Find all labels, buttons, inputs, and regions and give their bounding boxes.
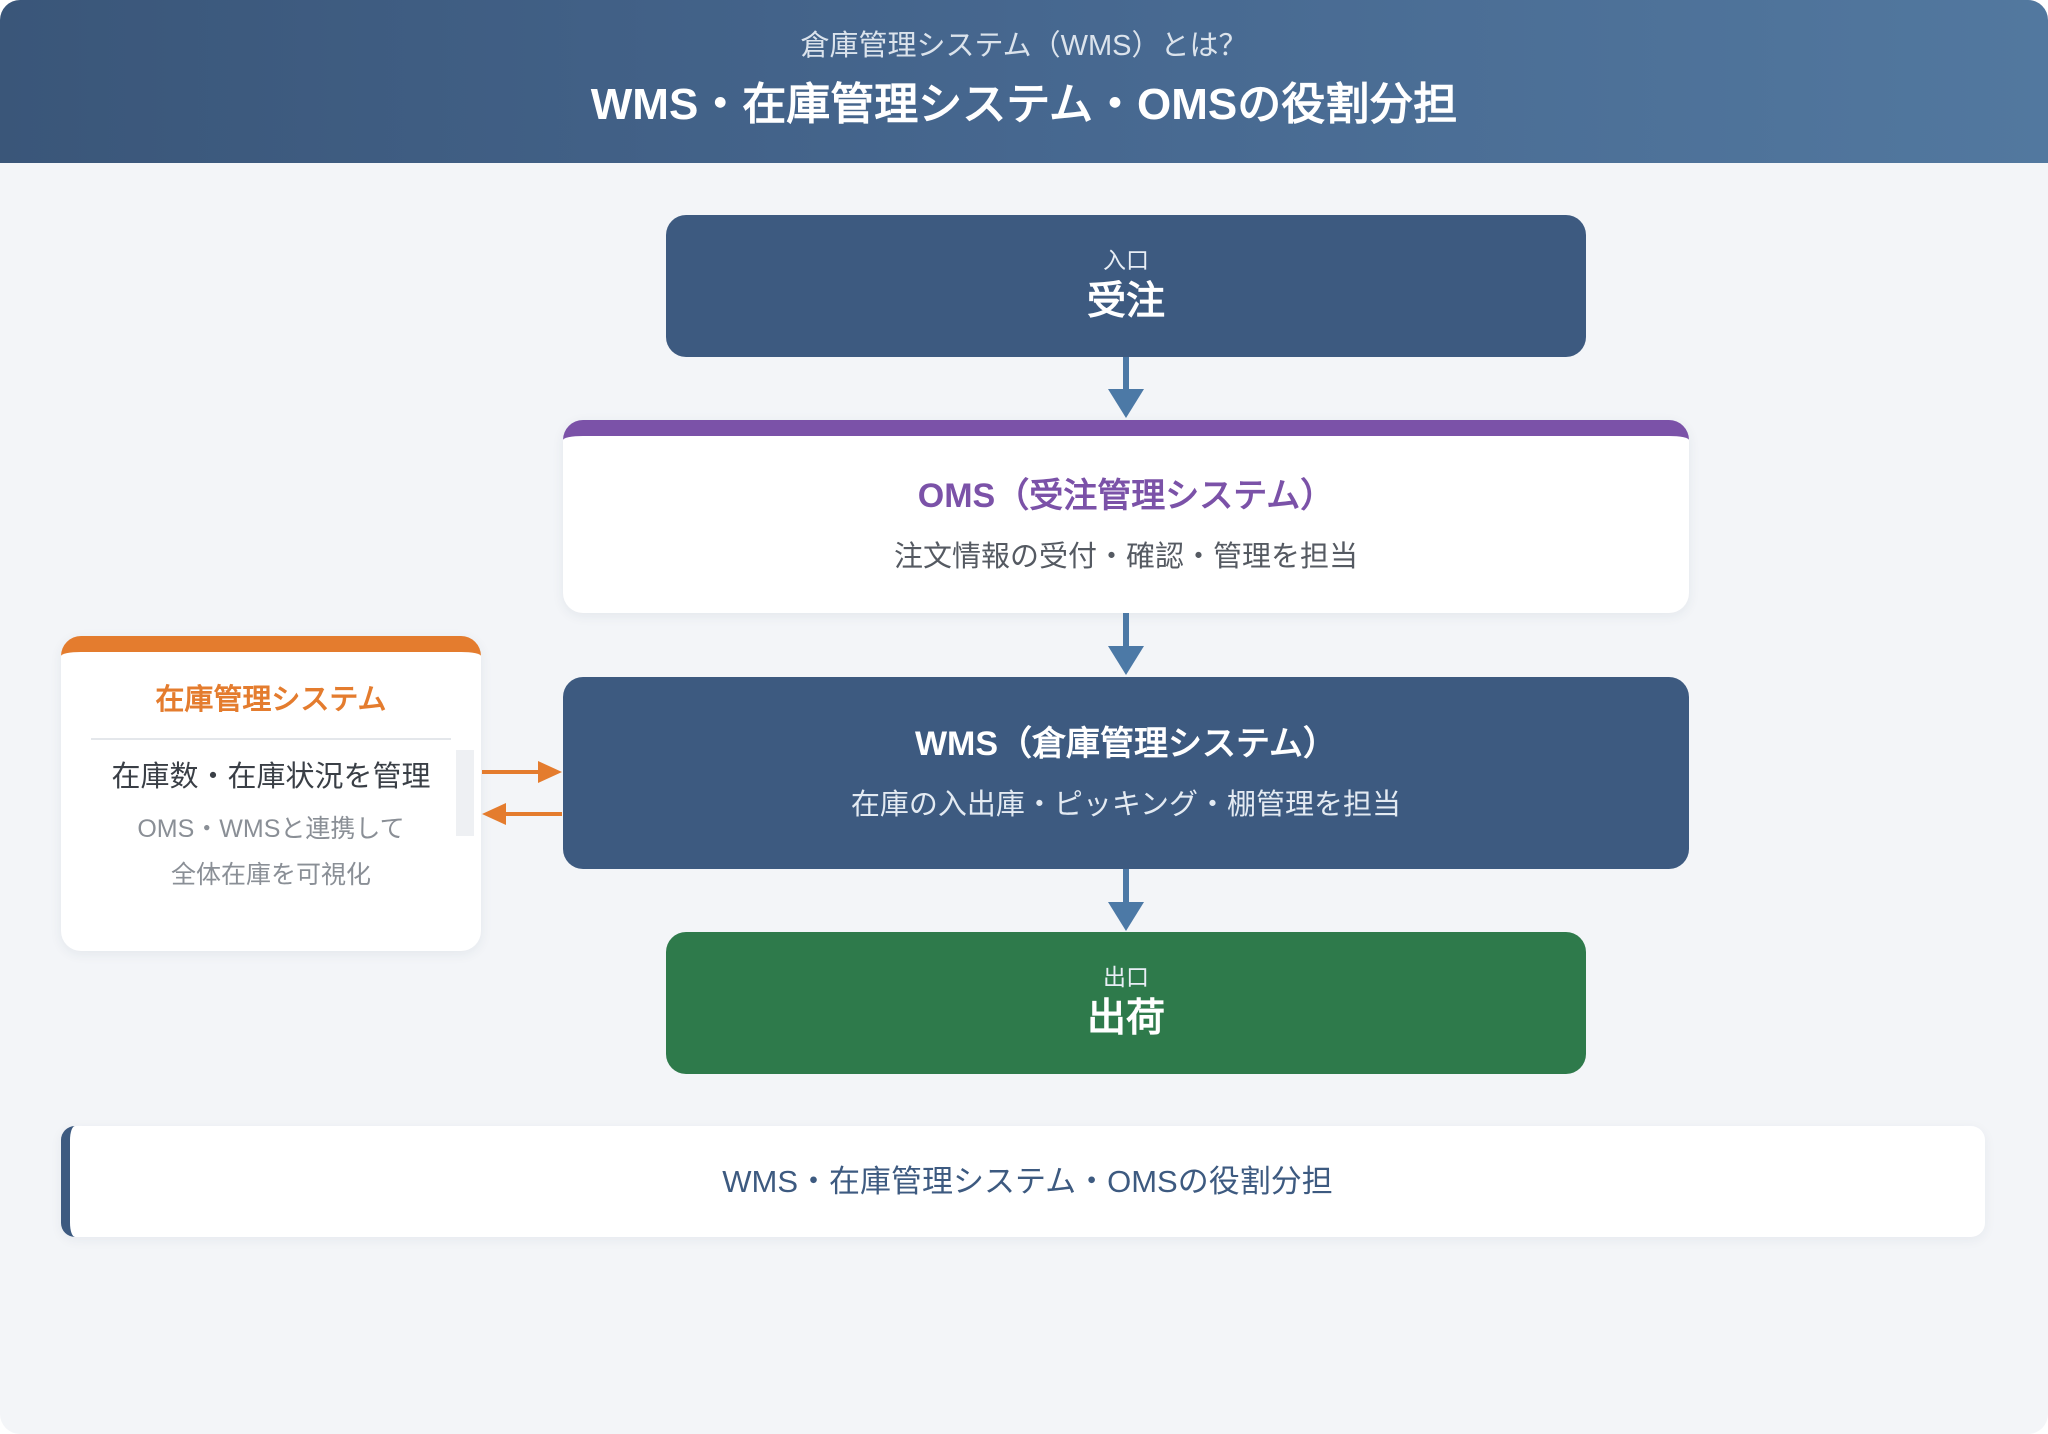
wms-title: WMS（倉庫管理システム） — [914, 725, 1338, 763]
arrow-left-icon — [482, 803, 562, 825]
inventory-main-text: 在庫数・在庫状況を管理 — [111, 761, 431, 793]
flow-arrow-down-icon — [1108, 869, 1144, 931]
footer-note-text: WMS・在庫管理システム・OMSの役割分担 — [722, 1163, 1333, 1199]
inventory-system-box: 在庫管理システム 在庫数・在庫状況を管理 OMS・WMSと連携して 全体在庫を可… — [61, 636, 481, 951]
oms-title: OMS（受注管理システム） — [917, 476, 1335, 515]
exit-title: 出荷 — [1086, 997, 1165, 1040]
inventory-note-line: OMS・WMSと連携して — [137, 815, 405, 843]
entry-order-box: 入口 受注 — [666, 215, 1586, 357]
oms-description: 注文情報の受付・確認・管理を担当 — [893, 540, 1358, 573]
flow-arrow-down-icon — [1108, 357, 1144, 418]
wms-box: WMS（倉庫管理システム） 在庫の入出庫・ピッキング・棚管理を担当 — [563, 677, 1689, 869]
inventory-scrollbar — [456, 750, 474, 836]
exit-label: 出口 — [1103, 964, 1149, 990]
oms-box: OMS（受注管理システム） 注文情報の受付・確認・管理を担当 — [563, 420, 1689, 613]
header-banner: 倉庫管理システム（WMS）とは？ WMS・在庫管理システム・OMSの役割分担 — [0, 0, 2048, 163]
inventory-divider — [91, 738, 451, 740]
inventory-note-line: 全体在庫を可視化 — [170, 861, 371, 889]
footer-note: WMS・在庫管理システム・OMSの役割分担 — [61, 1126, 1985, 1237]
arrow-right-icon — [482, 761, 562, 783]
entry-label: 入口 — [1103, 247, 1149, 273]
wms-description: 在庫の入出庫・ピッキング・棚管理を担当 — [850, 789, 1402, 821]
exit-shipping-box: 出口 出荷 — [666, 932, 1586, 1074]
flow-arrow-down-icon — [1108, 613, 1144, 675]
entry-title: 受注 — [1086, 280, 1165, 323]
header-subtitle: 倉庫管理システム（WMS）とは？ — [800, 30, 1248, 62]
inventory-title: 在庫管理システム — [155, 684, 387, 716]
header-title: WMS・在庫管理システム・OMSの役割分担 — [590, 80, 1458, 129]
